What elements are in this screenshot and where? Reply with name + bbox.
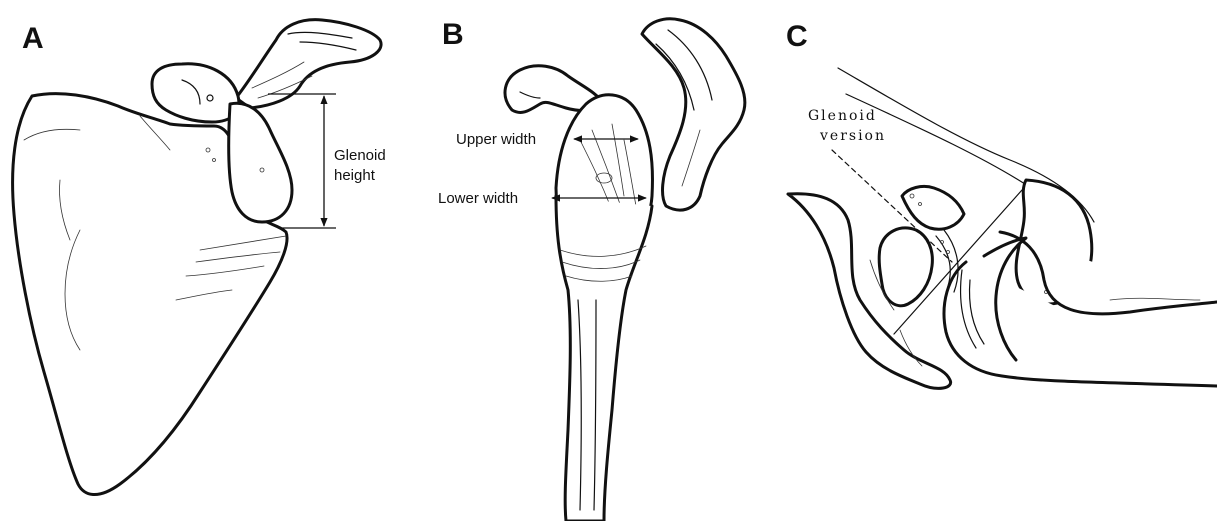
panel-b-letter: B bbox=[442, 18, 464, 51]
panel-a-letter: A bbox=[22, 22, 44, 55]
scapula-posterior-drawing bbox=[13, 20, 381, 495]
glenoid-height-label-line2: height bbox=[334, 167, 376, 184]
panel-b: B bbox=[438, 18, 745, 521]
panel-c-letter: C bbox=[786, 20, 808, 53]
glenoid-version-label-line1: Glenoid bbox=[808, 108, 877, 124]
glenoid-height-label-line1: Glenoid bbox=[334, 147, 386, 164]
panel-a: A bbox=[13, 20, 386, 495]
lower-width-label: Lower width bbox=[438, 190, 518, 207]
panel-c: C bbox=[786, 20, 1217, 388]
scapula-lateral-drawing bbox=[505, 19, 745, 521]
glenoid-version-label-line2: version bbox=[819, 128, 886, 144]
upper-width-label: Upper width bbox=[456, 131, 536, 148]
